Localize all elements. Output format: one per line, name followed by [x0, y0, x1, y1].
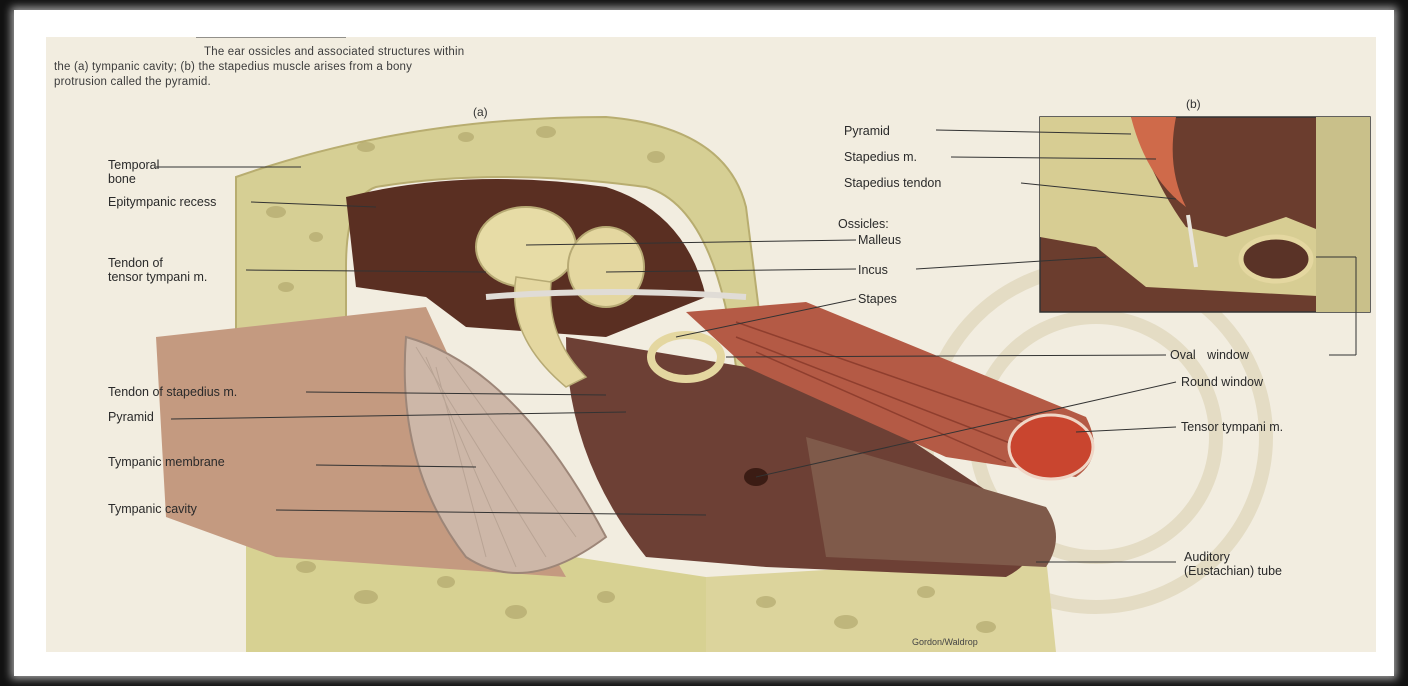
label-auditory-tube-line2: (Eustachian) tube — [1184, 564, 1282, 578]
label-pyramid-b: Pyramid — [844, 124, 890, 138]
caption-line-3: protrusion called the pyramid. — [54, 75, 774, 90]
label-stapedius-m: Stapedius m. — [844, 150, 917, 164]
caption-line-2: the (a) tympanic cavity; (b) the stapedi… — [54, 60, 774, 75]
label-stapedius-tendon: Stapedius tendon — [844, 176, 941, 190]
caption-line-1: The ear ossicles and associated structur… — [54, 45, 774, 60]
ear-anatomy-illustration — [46, 37, 1376, 652]
label-ossicles: Ossicles: — [838, 217, 889, 231]
label-tendon-of-stapedius: Tendon of stapedius m. — [108, 385, 237, 399]
malleus-shape — [476, 207, 576, 287]
label-tympanic-cavity: Tympanic cavity — [108, 502, 197, 516]
label-tensor-tympani: Tensor tympani m. — [1181, 420, 1283, 434]
label-temporal-bone-line1: Temporal — [108, 158, 159, 172]
tensor-tympani-cut-end — [1009, 415, 1093, 479]
panel-a-label: (a) — [473, 105, 488, 119]
label-pyramid-a: Pyramid — [108, 410, 154, 424]
panel-b-inset — [1040, 117, 1370, 312]
label-round-window: Round window — [1181, 375, 1263, 389]
label-incus: Incus — [858, 263, 888, 277]
label-temporal-bone-line2: bone — [108, 172, 136, 186]
label-auditory-tube-line1: Auditory — [1184, 550, 1230, 564]
illustration-plate: The ear ossicles and associated structur… — [46, 37, 1376, 652]
label-tympanic-membrane: Tympanic membrane — [108, 455, 225, 469]
label-tendon-tensor-line1: Tendon of — [108, 256, 163, 270]
label-epitympanic-recess: Epitympanic recess — [108, 195, 216, 209]
panel-b-label: (b) — [1186, 97, 1201, 111]
label-stapes: Stapes — [858, 292, 897, 306]
figure-caption: The ear ossicles and associated structur… — [54, 45, 774, 90]
label-oval-window: Oval window — [1170, 348, 1249, 362]
illustrator-credit: Gordon/Waldrop — [912, 637, 978, 647]
label-malleus: Malleus — [858, 233, 901, 247]
label-tendon-tensor-line2: tensor tympani m. — [108, 270, 207, 284]
